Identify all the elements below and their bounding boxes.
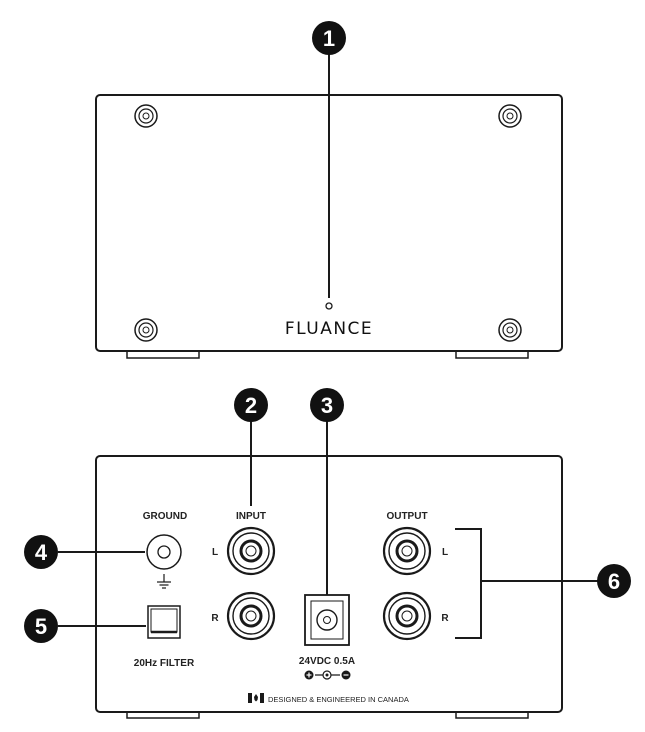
input-left-rca-jack[interactable] [226, 526, 276, 576]
svg-text:3: 3 [321, 393, 333, 418]
filter-switch[interactable] [147, 605, 181, 639]
screw-icon [498, 104, 522, 128]
dc-polarity-icon [304, 670, 351, 680]
screw-icon [134, 104, 158, 128]
callout-3: 3 [310, 388, 344, 422]
callout-6: 6 [597, 564, 631, 598]
power-led-indicator [325, 302, 333, 310]
input-right-label: R [211, 613, 219, 624]
rear-panel-body [95, 455, 563, 713]
canada-flag-icon [248, 693, 264, 703]
svg-text:2: 2 [245, 393, 257, 418]
rear-panel: GROUND 20Hz FILTER INPUT L R [95, 455, 563, 719]
ground-terminal[interactable] [146, 534, 182, 570]
brand-logo-text: FLUANCE [285, 319, 373, 339]
input-label: INPUT [236, 511, 266, 522]
screw-icon [134, 318, 158, 342]
output-label: OUTPUT [386, 511, 427, 522]
svg-text:5: 5 [35, 614, 47, 639]
svg-text:6: 6 [608, 569, 620, 594]
output-right-rca-jack[interactable] [382, 591, 432, 641]
power-rating-label: 24VDC 0.5A [299, 656, 355, 667]
output-left-label: L [442, 547, 448, 558]
footer-text: DESIGNED & ENGINEERED IN CANADA [268, 695, 409, 704]
input-left-label: L [212, 547, 218, 558]
input-right-rca-jack[interactable] [226, 591, 276, 641]
callout-2: 2 [234, 388, 268, 422]
ground-symbol-icon [157, 574, 171, 589]
output-right-label: R [441, 613, 449, 624]
callout-5: 5 [24, 609, 58, 643]
screw-icon [498, 318, 522, 342]
svg-text:4: 4 [35, 540, 48, 565]
output-left-rca-jack[interactable] [382, 526, 432, 576]
svg-text:1: 1 [323, 26, 335, 51]
callout-leaders [58, 53, 598, 639]
filter-label: 20Hz FILTER [134, 658, 195, 669]
dc-power-jack[interactable] [304, 594, 350, 646]
callout-4: 4 [24, 535, 58, 569]
callout-1: 1 [312, 21, 346, 55]
ground-label: GROUND [143, 511, 187, 522]
